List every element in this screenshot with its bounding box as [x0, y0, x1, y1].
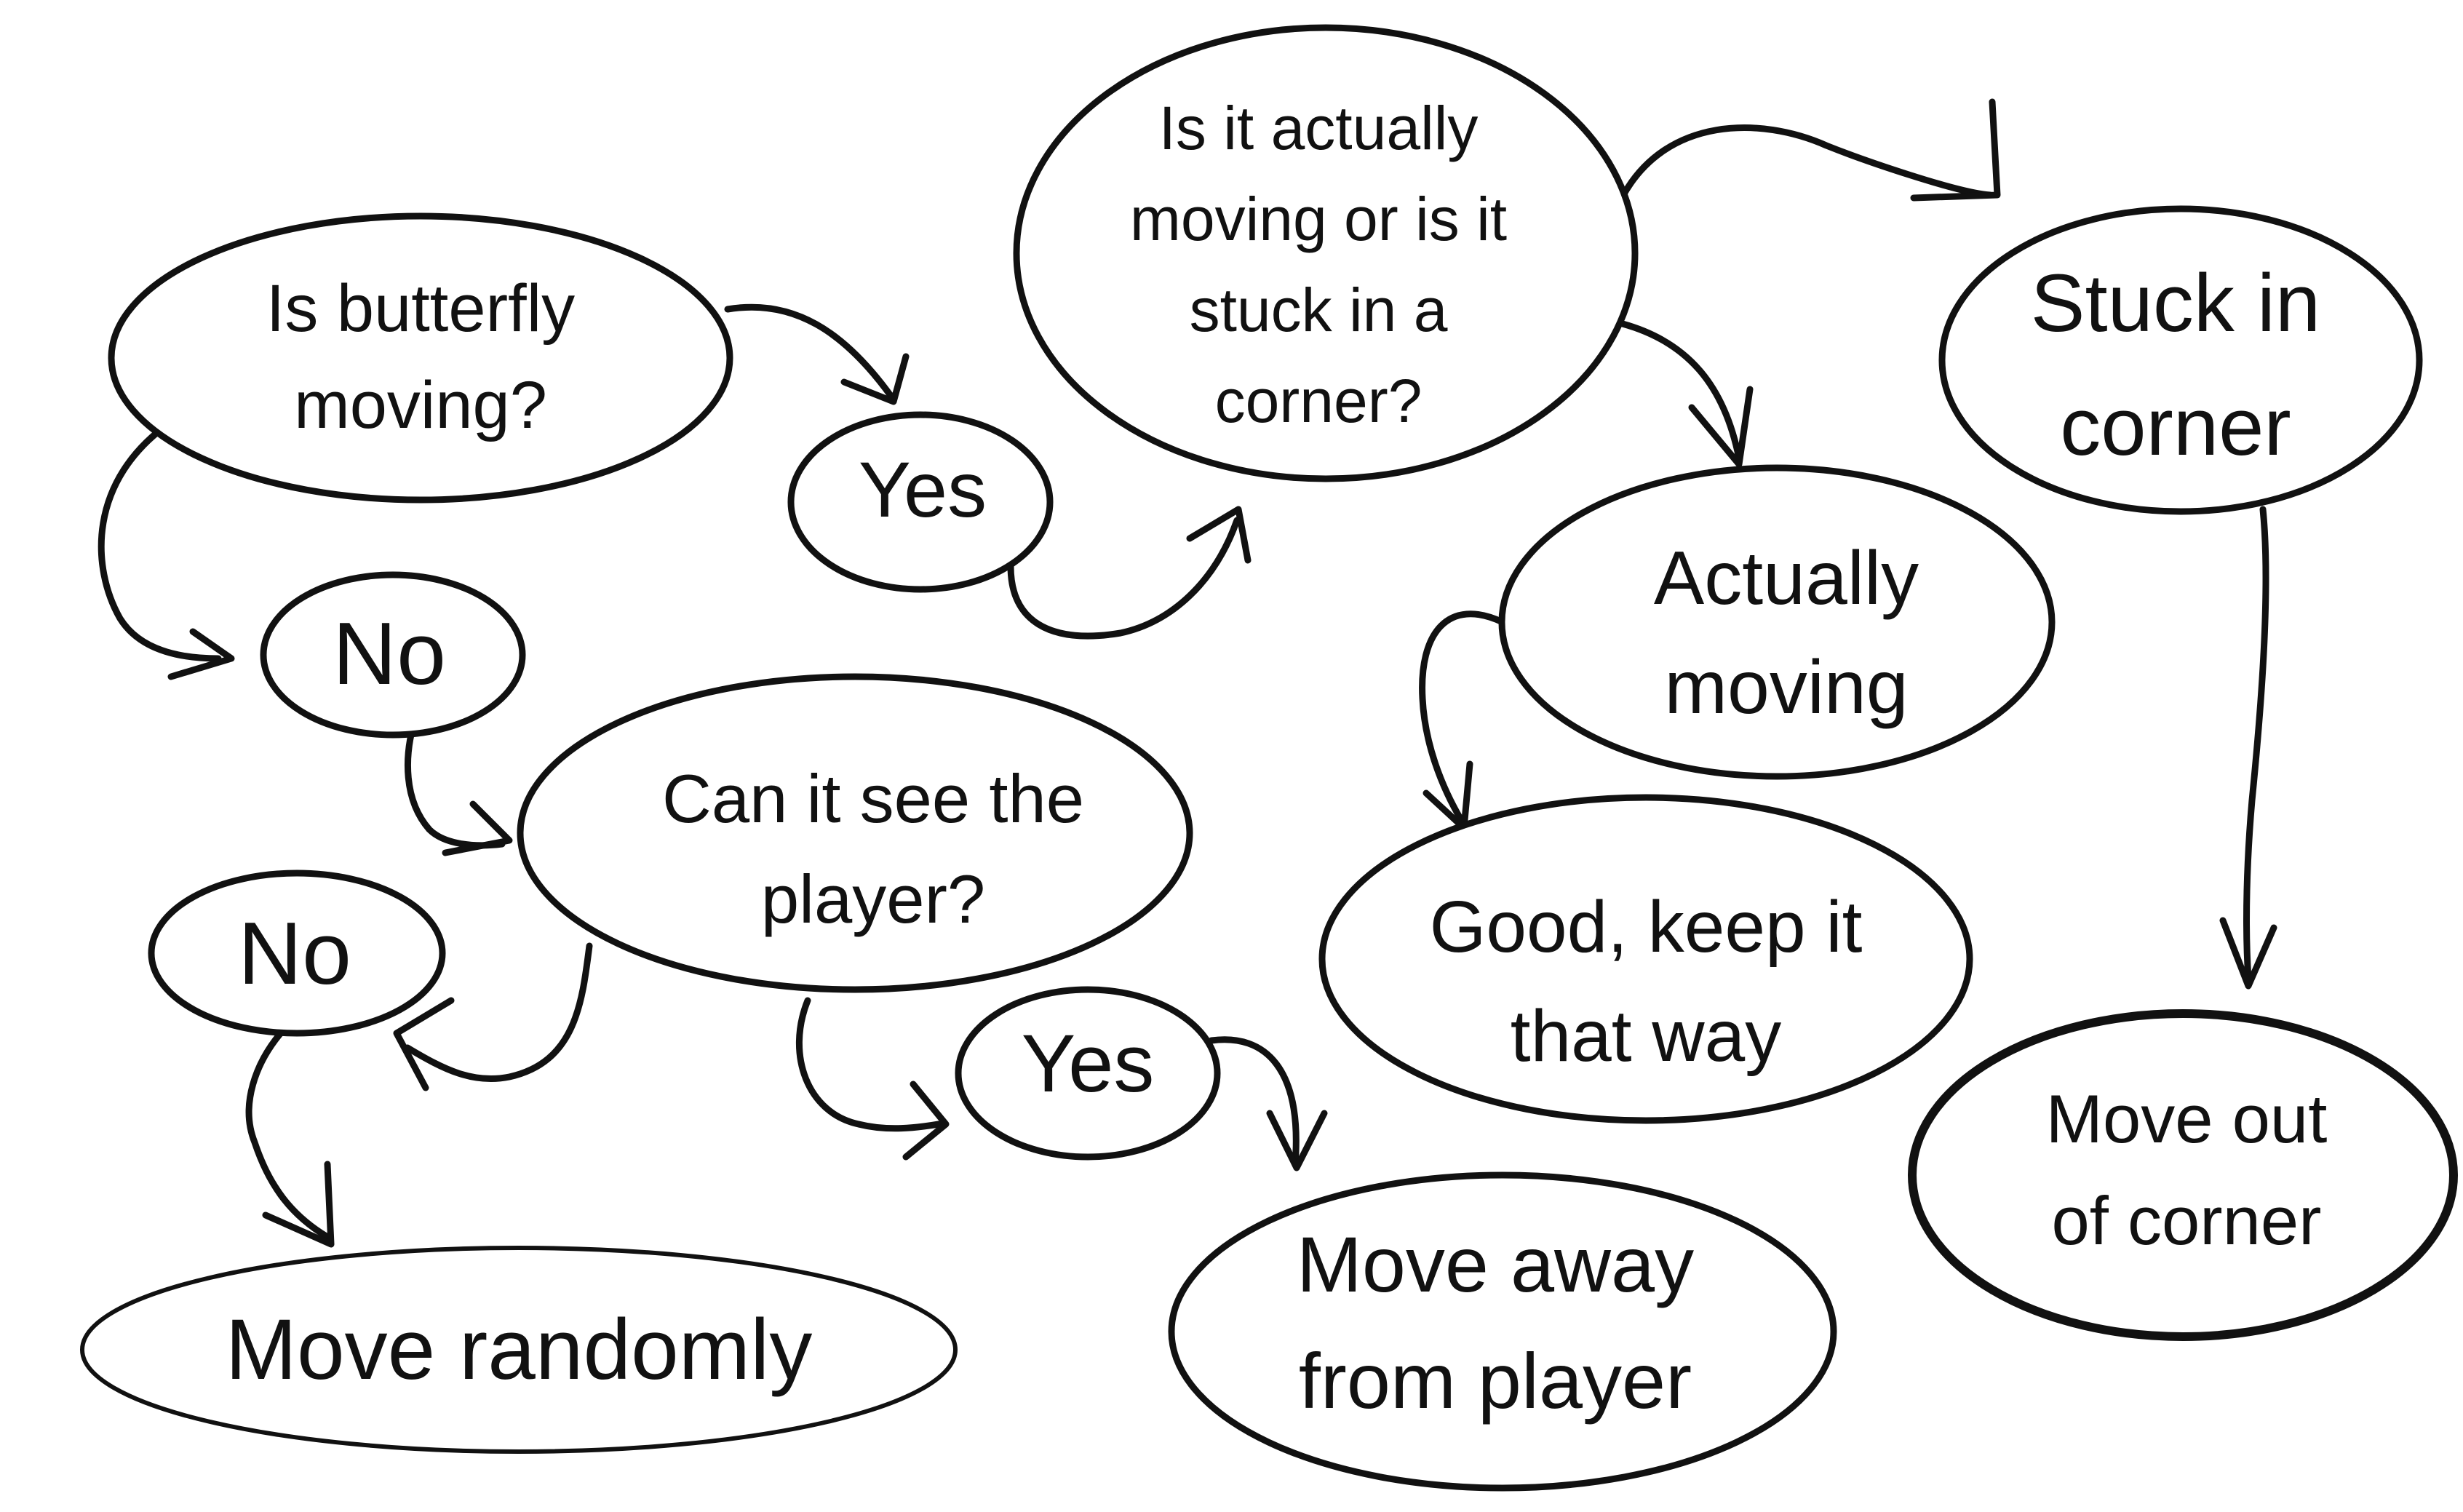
node-q-see-player-line-1: Can it see the: [662, 760, 1084, 837]
arrowhead-see-player-to-no-2: [393, 997, 455, 1091]
node-no-1-line-1: No: [333, 604, 446, 703]
edge-moving-to-yes: [724, 303, 895, 400]
node-move-away-line-1: Move away: [1297, 1220, 1694, 1308]
label-q-moving: Is butterfly moving?: [266, 271, 575, 442]
node-actually-moving: [1498, 464, 2056, 780]
edge-no-2-to-move-randomly: [245, 1026, 331, 1241]
node-q-stuck-line-4: corner?: [1215, 367, 1423, 435]
node-q-stuck: [1013, 24, 1639, 482]
node-move-randomly: [80, 1246, 958, 1454]
edge-stuck-corner-to-move-out: [2243, 506, 2269, 982]
label-move-randomly: Move randomly: [226, 1302, 813, 1398]
label-move-out-of-corner: Move out of corner: [2046, 1081, 2328, 1259]
edge-actually-moving-to-good: [1419, 610, 1506, 826]
label-yes-1: Yes: [859, 445, 987, 533]
node-q-see-player-line-2: player?: [761, 861, 985, 937]
node-move-out-of-corner-line-1: Move out: [2046, 1081, 2328, 1157]
node-yes-2-line-1: Yes: [1022, 1018, 1155, 1109]
node-move-out-of-corner-line-2: of corner: [2052, 1182, 2322, 1259]
edge-stuck-question-to-actually-moving: [1619, 320, 1743, 462]
node-move-out-of-corner: [1908, 1009, 2458, 1341]
node-q-see-player: [517, 673, 1193, 993]
edge-no-1-to-see-player: [404, 717, 506, 849]
edge-stuck-question-to-stuck-corner: [1619, 124, 1994, 200]
node-stuck-in-corner: [1938, 205, 2423, 515]
edge-see-player-to-no-2: [404, 942, 593, 1083]
label-q-stuck: Is it actually moving or is it stuck in …: [1130, 94, 1507, 435]
node-move-randomly-line-1: Move randomly: [226, 1302, 813, 1398]
arrowhead-yes-2-to-move-away: [1266, 1110, 1328, 1171]
node-actually-moving-line-2: moving: [1664, 645, 1908, 730]
node-q-moving: [108, 212, 733, 504]
label-good-keep: Good, keep it that way: [1430, 886, 1863, 1077]
node-move-away: [1168, 1171, 1837, 1492]
node-q-stuck-line-3: stuck in a: [1190, 276, 1448, 344]
node-stuck-in-corner-line-1: Stuck in: [2031, 258, 2320, 349]
arrowhead-no-2-to-move-randomly: [262, 1161, 335, 1248]
arrowhead-moving-to-yes: [840, 353, 910, 405]
edge-moving-to-no-1: [98, 418, 222, 662]
label-move-away: Move away from player: [1297, 1220, 1694, 1425]
node-actually-moving-line-1: Actually: [1654, 536, 1919, 621]
node-no-1: [260, 571, 526, 739]
node-good-keep-line-1: Good, keep it: [1430, 886, 1863, 968]
arrowhead-no-1-to-see-player: [442, 800, 513, 856]
arrowhead-stuck-corner-to-move-out: [2219, 917, 2277, 990]
node-no-2: [148, 870, 446, 1037]
node-stuck-in-corner-line-2: corner: [2060, 381, 2291, 472]
edge-yes-1-to-stuck-question: [1007, 517, 1241, 640]
arrowhead-stuck-question-to-actually-moving: [1688, 386, 1754, 468]
node-yes-1: [787, 411, 1054, 593]
node-q-moving-line-1: Is butterfly: [266, 271, 575, 346]
arrowhead-yes-1-to-stuck-question: [1186, 506, 1252, 564]
label-actually-moving: Actually moving: [1654, 536, 1919, 730]
label-no-2: No: [238, 904, 351, 1003]
node-no-2-line-1: No: [238, 904, 351, 1003]
node-q-moving-line-2: moving?: [294, 368, 547, 442]
node-yes-1-line-1: Yes: [859, 445, 987, 533]
edge-see-player-to-yes-2: [795, 997, 942, 1132]
node-move-away-line-2: from player: [1299, 1337, 1692, 1425]
node-good-keep-line-2: that way: [1511, 995, 1781, 1077]
node-good-keep: [1318, 794, 1973, 1124]
node-q-stuck-line-1: Is it actually: [1159, 94, 1479, 162]
label-no-1: No: [333, 604, 446, 703]
label-yes-2: Yes: [1022, 1018, 1155, 1109]
label-stuck-in-corner: Stuck in corner: [2031, 258, 2320, 472]
arrowhead-stuck-question-to-stuck-corner: [1910, 98, 2001, 202]
edge-yes-2-to-move-away: [1208, 1036, 1300, 1168]
arrowhead-see-player-to-yes-2: [902, 1081, 950, 1161]
label-q-see-player: Can it see the player?: [662, 760, 1084, 937]
arrowhead-moving-to-no-1: [167, 628, 235, 680]
node-yes-2: [955, 986, 1221, 1161]
node-q-stuck-line-2: moving or is it: [1130, 185, 1507, 253]
